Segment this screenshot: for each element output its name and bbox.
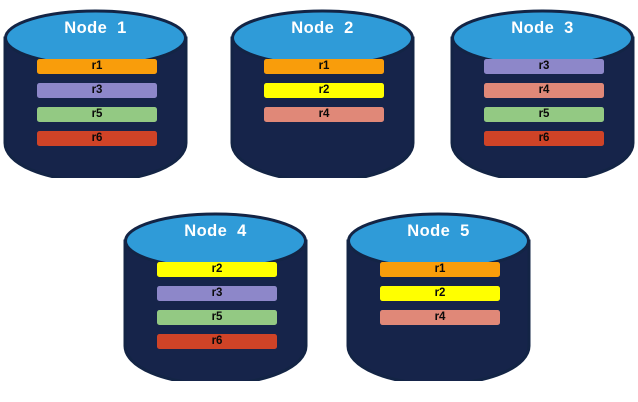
replica-bar[interactable]: r6 [157, 334, 277, 349]
node-cylinder-4[interactable]: Node 4 r2 r3 r5 r6 [122, 206, 309, 381]
replica-label: r1 [91, 60, 103, 72]
replica-label: r2 [318, 84, 330, 96]
replica-label: r6 [91, 132, 103, 144]
replica-bar[interactable]: r1 [264, 59, 384, 74]
replica-label: r4 [538, 84, 550, 96]
replica-label: r3 [538, 60, 550, 72]
replica-bar[interactable]: r3 [37, 83, 157, 98]
replica-bar[interactable]: r6 [484, 131, 604, 146]
node-cylinder-5[interactable]: Node 5 r1 r2 r4 [345, 206, 532, 381]
node-cylinder-3[interactable]: Node 3 r3 r4 r5 r6 [449, 3, 636, 178]
node-cylinder-1[interactable]: Node 1 r1 r3 r5 r6 [2, 3, 189, 178]
replica-label: r5 [211, 311, 223, 323]
replica-label: r3 [91, 84, 103, 96]
replica-bar[interactable]: r3 [157, 286, 277, 301]
replica-bar[interactable]: r6 [37, 131, 157, 146]
replica-label: r2 [434, 287, 446, 299]
replica-bar[interactable]: r3 [484, 59, 604, 74]
replica-list-4: r2 r3 r5 r6 [157, 262, 277, 358]
replica-bar[interactable]: r1 [380, 262, 500, 277]
replica-label: r4 [434, 311, 446, 323]
replica-bar[interactable]: r1 [37, 59, 157, 74]
replica-label: r4 [318, 108, 330, 120]
replica-label: r5 [538, 108, 550, 120]
replica-label: r5 [91, 108, 103, 120]
replica-label: r3 [211, 287, 223, 299]
replica-bar[interactable]: r2 [157, 262, 277, 277]
replica-list-3: r3 r4 r5 r6 [484, 59, 604, 155]
replica-bar[interactable]: r2 [380, 286, 500, 301]
replica-bar[interactable]: r2 [264, 83, 384, 98]
replica-bar[interactable]: r5 [157, 310, 277, 325]
replica-list-1: r1 r3 r5 r6 [37, 59, 157, 155]
node-cylinder-2[interactable]: Node 2 r1 r2 r4 [229, 3, 416, 178]
replica-label: r6 [538, 132, 550, 144]
replica-list-2: r1 r2 r4 [264, 59, 384, 131]
replica-bar[interactable]: r4 [484, 83, 604, 98]
replica-label: r6 [211, 335, 223, 347]
replica-bar[interactable]: r4 [264, 107, 384, 122]
replica-label: r2 [211, 263, 223, 275]
replica-bar[interactable]: r5 [37, 107, 157, 122]
replica-label: r1 [434, 263, 446, 275]
replica-bar[interactable]: r4 [380, 310, 500, 325]
replica-list-5: r1 r2 r4 [380, 262, 500, 334]
replica-bar[interactable]: r5 [484, 107, 604, 122]
replica-label: r1 [318, 60, 330, 72]
